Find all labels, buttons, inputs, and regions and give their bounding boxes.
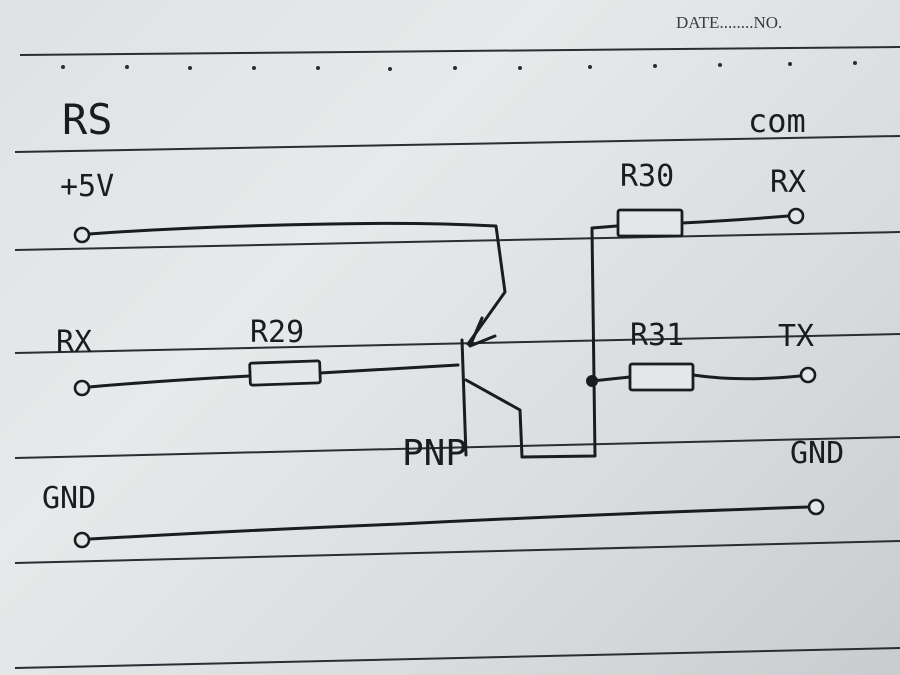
wire-r29-base (318, 363, 460, 375)
terminal-gnd-right-icon (807, 498, 825, 516)
ruled-line (14, 436, 900, 459)
right-section-title: com (748, 102, 806, 140)
terminal-label-rx-right: RX (770, 165, 806, 200)
left-section-title: RS (62, 95, 113, 144)
wire-r31-tx (691, 373, 802, 381)
ruled-line (14, 231, 900, 251)
resistor-label-r29: R29 (250, 315, 304, 350)
transistor-type-label: PNP (402, 433, 467, 474)
wiring (87, 214, 811, 541)
header-rule (19, 46, 900, 56)
header-dots (61, 61, 857, 71)
terminal-label-5v: +5V (60, 169, 114, 204)
terminal-label-gnd-left: GND (42, 481, 96, 516)
transistor-base-bar (460, 338, 468, 457)
terminal-tx-right-icon (799, 366, 817, 384)
ruled-line (14, 135, 900, 153)
wire-rx-r29 (87, 374, 252, 389)
resistor-label-r30: R30 (620, 159, 674, 194)
terminal-5v-icon (73, 226, 91, 244)
terminal-rx-left-icon (73, 379, 91, 397)
resistor-label-r31: R31 (630, 318, 684, 353)
wire-gnd (88, 505, 811, 541)
terminal-rx-right-icon (787, 207, 805, 225)
resistor-r30-body (616, 208, 684, 238)
ruled-line (14, 333, 900, 354)
terminal-gnd-left-icon (73, 531, 91, 549)
emitter-arrow (468, 316, 497, 348)
resistor-r31-body (628, 362, 695, 392)
wire-5v-emitter (87, 221, 507, 346)
terminal-label-tx-right: TX (778, 319, 814, 354)
pnp-transistor-symbol (460, 316, 497, 457)
notebook-rules (14, 46, 900, 669)
ruled-line (14, 647, 900, 669)
wire-node-r31 (590, 375, 632, 383)
wire-collector-node (464, 224, 619, 459)
date-no-label: DATE........NO. (676, 13, 782, 32)
wire-r30-rx (680, 214, 790, 225)
resistor-r29-body (248, 359, 322, 387)
terminal-label-rx-left: RX (56, 325, 92, 360)
terminal-label-gnd-right: GND (790, 436, 844, 471)
ruled-line (14, 540, 900, 564)
junction-node (586, 375, 598, 387)
